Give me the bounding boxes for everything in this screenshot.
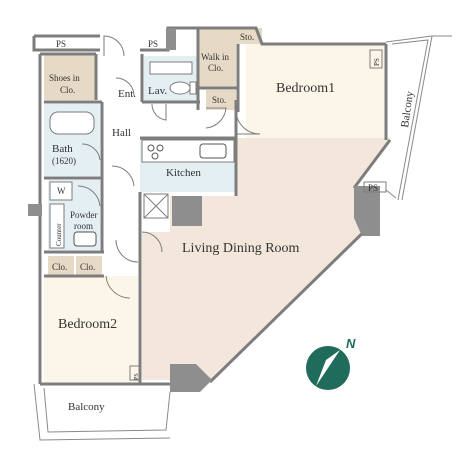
bedroom2-label: Bedroom2 xyxy=(58,317,117,332)
balcony-right xyxy=(385,35,452,201)
ps-label: PS xyxy=(368,183,378,193)
shoes-closet-label-2: Clo. xyxy=(60,85,75,95)
bath-label: Bath xyxy=(52,143,73,155)
ps-boxes xyxy=(129,49,387,381)
ps-label: PS xyxy=(56,39,66,49)
walkin-closet-label: Walk in xyxy=(201,52,230,62)
closet-a-floor xyxy=(48,256,74,276)
powder-room-label-2: room xyxy=(74,221,93,231)
powder-room-label: Powder xyxy=(70,210,98,220)
lav-label: Lav. xyxy=(148,85,167,97)
closet-b-floor xyxy=(76,256,102,276)
bathtub-fixture xyxy=(49,111,95,135)
stove-burner-icon xyxy=(156,144,164,152)
entrance-label: Ent. xyxy=(118,88,136,100)
washer-label: W xyxy=(57,186,66,196)
counter-label: Counter xyxy=(55,223,63,246)
balcony-bottom xyxy=(33,383,171,441)
column-kitchen xyxy=(172,196,202,226)
hall-label: Hall xyxy=(112,127,131,139)
balcony-right-label: Balcony xyxy=(399,90,416,128)
stove-burner-icon xyxy=(147,144,155,152)
bath-size-label: (1620) xyxy=(52,156,76,166)
bedroom2-floor xyxy=(44,276,138,382)
kitchen-sink-fixture xyxy=(199,143,227,159)
powder-sink-fixture xyxy=(73,231,97,247)
walkin-closet-floor xyxy=(198,28,236,88)
closet-a-label: Clo. xyxy=(52,262,67,272)
balcony-bottom-label: Balcony xyxy=(68,401,105,413)
living-room-label: Living Dining Room xyxy=(182,241,300,256)
bedroom1-floor xyxy=(246,44,386,138)
ps-label: PS xyxy=(148,39,158,49)
doors xyxy=(77,35,261,299)
counter-strip xyxy=(49,203,65,249)
bedroom1-label: Bedroom1 xyxy=(276,81,335,96)
storage-top-floor xyxy=(236,28,262,44)
column-right xyxy=(354,186,380,236)
pantry-box xyxy=(143,193,169,219)
column-top xyxy=(166,28,176,50)
column-left xyxy=(28,204,42,216)
closet-b-label: Clo. xyxy=(80,262,95,272)
storage-mid-label: Sto. xyxy=(212,95,226,105)
washer-fixture xyxy=(49,181,73,201)
shoes-closet-floor xyxy=(44,54,96,100)
ps-label: PS xyxy=(373,58,381,66)
living-room-floor xyxy=(142,138,390,380)
compass-icon: N xyxy=(306,336,356,390)
kitchen-label: Kitchen xyxy=(166,167,201,179)
lav-sink-fixture xyxy=(149,61,193,75)
shoes-closet-label: Shoes in xyxy=(49,73,80,83)
storage-top-label: Sto. xyxy=(240,32,254,42)
storage-mid-floor xyxy=(206,90,236,110)
ps-label: PS xyxy=(134,373,140,380)
walkin-closet-label-2: Clo. xyxy=(208,63,223,73)
column-bottom xyxy=(170,364,212,392)
walls xyxy=(32,26,392,386)
stove-burner-icon xyxy=(151,152,159,160)
compass-north-label: N xyxy=(346,336,356,351)
toilet-fixture xyxy=(169,81,191,95)
